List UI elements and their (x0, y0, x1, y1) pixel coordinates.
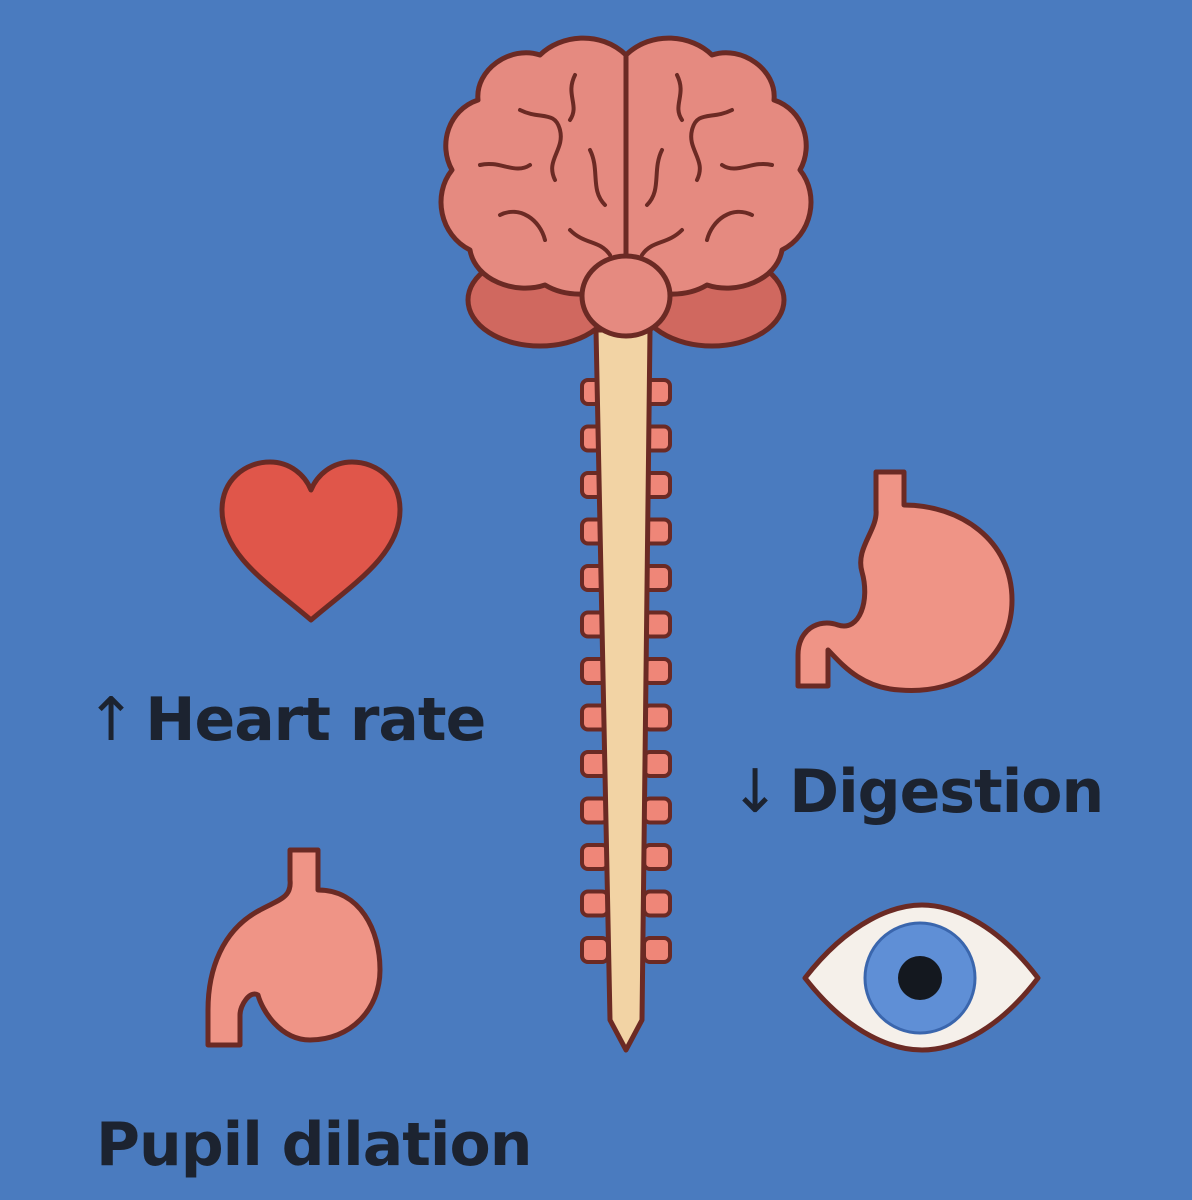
digestion-label: ↓Digestion (730, 762, 1104, 822)
digestion-text: Digestion (789, 757, 1104, 827)
down-arrow-icon: ↓ (730, 757, 780, 827)
spinal-cord-icon (580, 327, 672, 1053)
vertebra-right (642, 796, 672, 825)
vertebra-right (642, 889, 672, 918)
vertebra-left (580, 889, 610, 918)
vertebra-right (642, 750, 672, 778)
stomach-icon (795, 469, 1015, 693)
brain-folds (478, 73, 774, 257)
stomach-icon (205, 847, 383, 1048)
vertebra-right (642, 843, 672, 871)
vertebra-left (580, 936, 610, 964)
brain-left-hemisphere (438, 35, 629, 297)
pupil-dilation-label: Pupil dilation (96, 1110, 532, 1180)
brain-right-hemisphere (623, 35, 814, 297)
brain-icon (438, 35, 814, 349)
heart-rate-text: Heart rate (145, 685, 486, 755)
eye-pupil (898, 956, 942, 1000)
heart-icon (219, 459, 403, 623)
heart-rate-label: ↑Heart rate (86, 690, 486, 750)
eye-icon (802, 902, 1041, 1053)
brainstem (579, 253, 673, 339)
vertebra-right (642, 936, 672, 964)
up-arrow-icon: ↑ (86, 685, 136, 755)
